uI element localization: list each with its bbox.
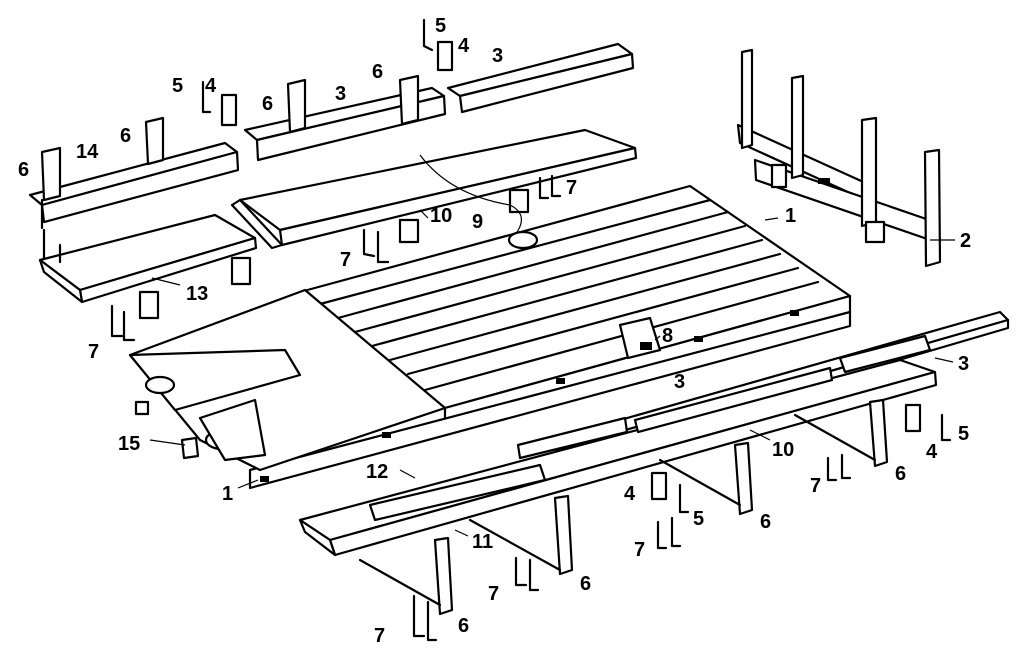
callout-4-left: 4 — [205, 75, 217, 97]
callout-5-top: 5 — [435, 15, 446, 37]
callout-5-left: 5 — [172, 75, 183, 97]
callout-2: 2 — [960, 230, 971, 252]
callout-3-right: 3 — [492, 45, 503, 67]
part-floor-bed — [248, 184, 852, 490]
callout-7-g: 7 — [374, 625, 385, 647]
callout-6-d: 6 — [372, 61, 383, 83]
callout-4-top: 4 — [458, 35, 470, 57]
callout-10-upper: 10 — [430, 205, 452, 227]
callout-11: 11 — [472, 531, 493, 553]
callout-1-upper: 1 — [785, 205, 796, 227]
callout-6-f: 6 — [760, 511, 771, 533]
part-legs — [40, 74, 889, 616]
callout-6-a: 6 — [18, 159, 29, 181]
callout-8: 8 — [662, 325, 673, 347]
callout-3-bench: 3 — [674, 371, 685, 393]
part-ramp — [128, 288, 447, 472]
part-seat-back-right — [446, 42, 635, 114]
callout-6-h: 6 — [458, 615, 469, 637]
callout-6-c: 6 — [262, 93, 273, 115]
callout-13: 13 — [186, 283, 208, 305]
callout-7-a: 7 — [566, 177, 577, 199]
callout-7-e: 7 — [634, 539, 645, 561]
callout-10-lower: 10 — [772, 439, 794, 461]
callout-6-e: 6 — [895, 463, 906, 485]
part-right-bench — [298, 358, 938, 557]
part-seat-back-left — [28, 141, 240, 230]
part-brackets — [110, 18, 952, 642]
callout-15: 15 — [118, 433, 140, 455]
callout-6-b: 6 — [120, 125, 131, 147]
callout-5-right: 5 — [958, 423, 969, 445]
callout-9: 9 — [472, 211, 483, 233]
callout-14: 14 — [76, 141, 99, 163]
callout-7-b: 7 — [340, 249, 351, 271]
callout-7-d: 7 — [810, 475, 821, 497]
leader-lines — [149, 209, 955, 537]
part-bench-platform — [230, 128, 638, 250]
callout-7-c: 7 — [88, 341, 99, 363]
callout-4-lower: 4 — [624, 483, 636, 505]
callout-6-g: 6 — [580, 573, 591, 595]
callout-7-f: 7 — [488, 583, 499, 605]
part-left-bench — [38, 213, 258, 320]
callout-3-center: 3 — [335, 83, 346, 105]
part-stake-rack — [736, 48, 942, 268]
callout-5-lower: 5 — [693, 508, 704, 530]
callout-12: 12 — [366, 461, 388, 483]
callout-1-lower: 1 — [222, 483, 233, 505]
callout-4-right: 4 — [926, 441, 938, 463]
callout-3-rail: 3 — [958, 353, 969, 375]
